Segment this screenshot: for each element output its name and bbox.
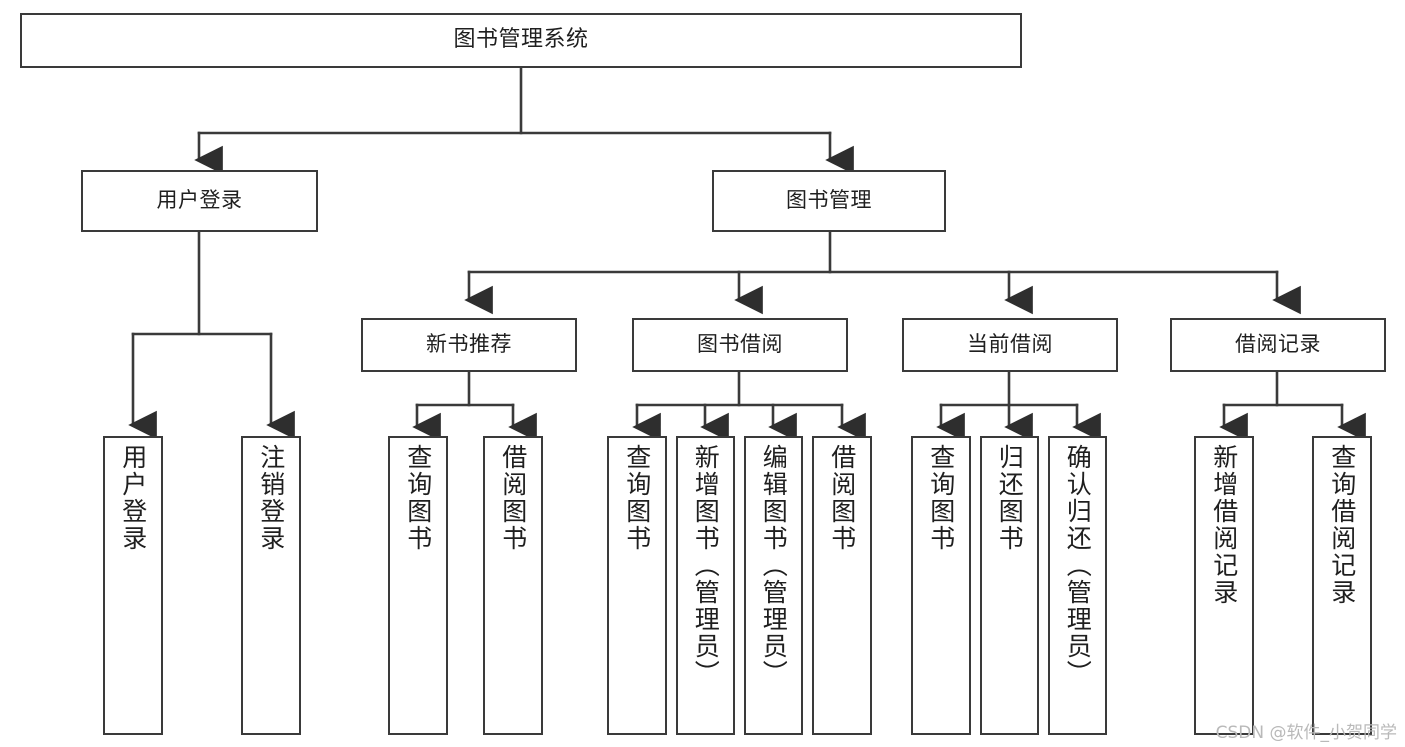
node-label: 查询图书 [926, 444, 956, 552]
node-leaf-query-record[interactable]: 查询借阅记录 [1312, 436, 1372, 735]
node-label: 图书管理系统 [453, 27, 589, 53]
node-leaf-edit-book[interactable]: 编辑图书（管理员） [744, 436, 803, 735]
node-label: 新增图书（管理员） [691, 444, 721, 687]
node-label: 新增借阅记录 [1209, 444, 1239, 606]
node-label: 图书借阅 [697, 332, 783, 357]
node-label: 当前借阅 [967, 332, 1053, 357]
node-label: 查询图书 [403, 444, 433, 552]
node-leaf-add-book[interactable]: 新增图书（管理员） [676, 436, 735, 735]
node-label: 借阅图书 [498, 444, 528, 552]
node-book-manage[interactable]: 图书管理 [712, 170, 946, 232]
node-current-borrow[interactable]: 当前借阅 [902, 318, 1118, 372]
node-leaf-add-record[interactable]: 新增借阅记录 [1194, 436, 1254, 735]
node-label: 借阅图书 [827, 444, 857, 552]
node-label: 用户登录 [118, 444, 148, 552]
node-label: 借阅记录 [1235, 332, 1321, 357]
watermark-text: CSDN @软件_小贺同学 [1215, 723, 1397, 743]
node-label: 确认归还（管理员） [1063, 444, 1093, 687]
node-new-book-recommend[interactable]: 新书推荐 [361, 318, 577, 372]
node-borrow-record[interactable]: 借阅记录 [1170, 318, 1386, 372]
node-leaf-confirm-return[interactable]: 确认归还（管理员） [1048, 436, 1107, 735]
node-user-login[interactable]: 用户登录 [81, 170, 318, 232]
node-leaf-borrow-book-1[interactable]: 借阅图书 [483, 436, 543, 735]
node-book-borrow[interactable]: 图书借阅 [632, 318, 848, 372]
node-leaf-query-book-3[interactable]: 查询图书 [911, 436, 971, 735]
node-leaf-return-book[interactable]: 归还图书 [980, 436, 1039, 735]
node-label: 归还图书 [995, 444, 1025, 552]
node-label: 编辑图书（管理员） [759, 444, 789, 687]
node-leaf-user-login[interactable]: 用户登录 [103, 436, 163, 735]
node-label: 查询图书 [622, 444, 652, 552]
node-leaf-borrow-book-2[interactable]: 借阅图书 [812, 436, 872, 735]
node-leaf-logout[interactable]: 注销登录 [241, 436, 301, 735]
node-label: 注销登录 [256, 444, 286, 552]
node-label: 查询借阅记录 [1327, 444, 1357, 606]
node-leaf-query-book-1[interactable]: 查询图书 [388, 436, 448, 735]
node-label: 用户登录 [156, 188, 243, 213]
node-root-book-management-system[interactable]: 图书管理系统 [20, 13, 1022, 68]
node-leaf-query-book-2[interactable]: 查询图书 [607, 436, 667, 735]
node-label: 图书管理 [786, 188, 872, 213]
node-label: 新书推荐 [426, 332, 512, 357]
